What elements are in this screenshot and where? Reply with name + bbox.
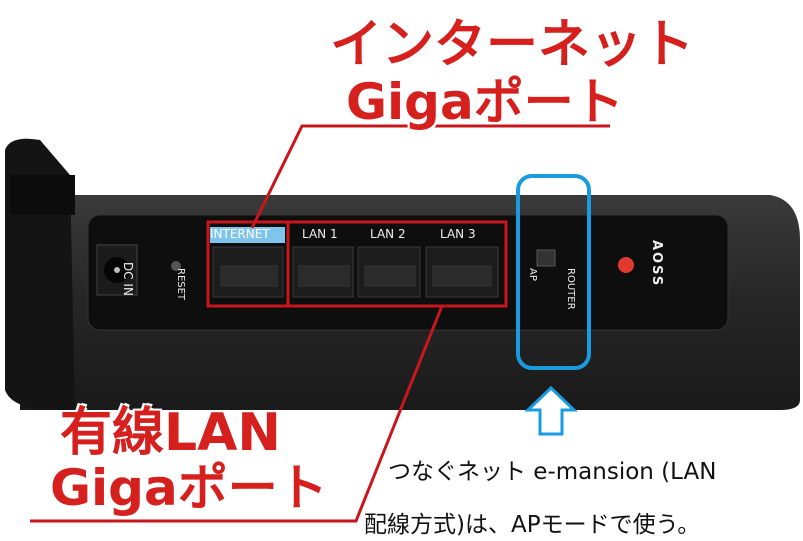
aoss-button xyxy=(618,257,634,273)
internet-port-title-line2: Gigaポート xyxy=(346,73,624,131)
internet-leader-line xyxy=(250,124,610,229)
reset-button xyxy=(171,261,181,271)
lan2-label: LAN 2 xyxy=(370,227,406,241)
note-line1: つなぐネット e-mansion (LAN xyxy=(388,459,717,485)
lan-port-title-line1: 有線LAN xyxy=(60,403,281,463)
mode-switch xyxy=(536,249,556,267)
router-label: ROUTER xyxy=(565,268,576,310)
dc-in-label: DC IN xyxy=(121,262,135,296)
internet-label: INTERNET xyxy=(210,227,270,241)
up-arrow-icon xyxy=(524,385,578,436)
lan-port-title-line2: Gigaポート xyxy=(50,459,328,517)
reset-label: RESET xyxy=(175,268,186,301)
mode-switch-highlight xyxy=(516,174,591,370)
lan1-label: LAN 1 xyxy=(302,227,338,241)
note-line2: 配線方式)は、APモードで使う。 xyxy=(364,512,701,538)
aoss-label: AOSS xyxy=(649,240,664,288)
ap-label: AP xyxy=(527,268,538,281)
lan-port-box xyxy=(286,220,508,308)
lan-leader-line xyxy=(30,305,444,523)
internet-port-title-line1: インターネット xyxy=(330,15,695,75)
lan3-label: LAN 3 xyxy=(440,227,476,241)
